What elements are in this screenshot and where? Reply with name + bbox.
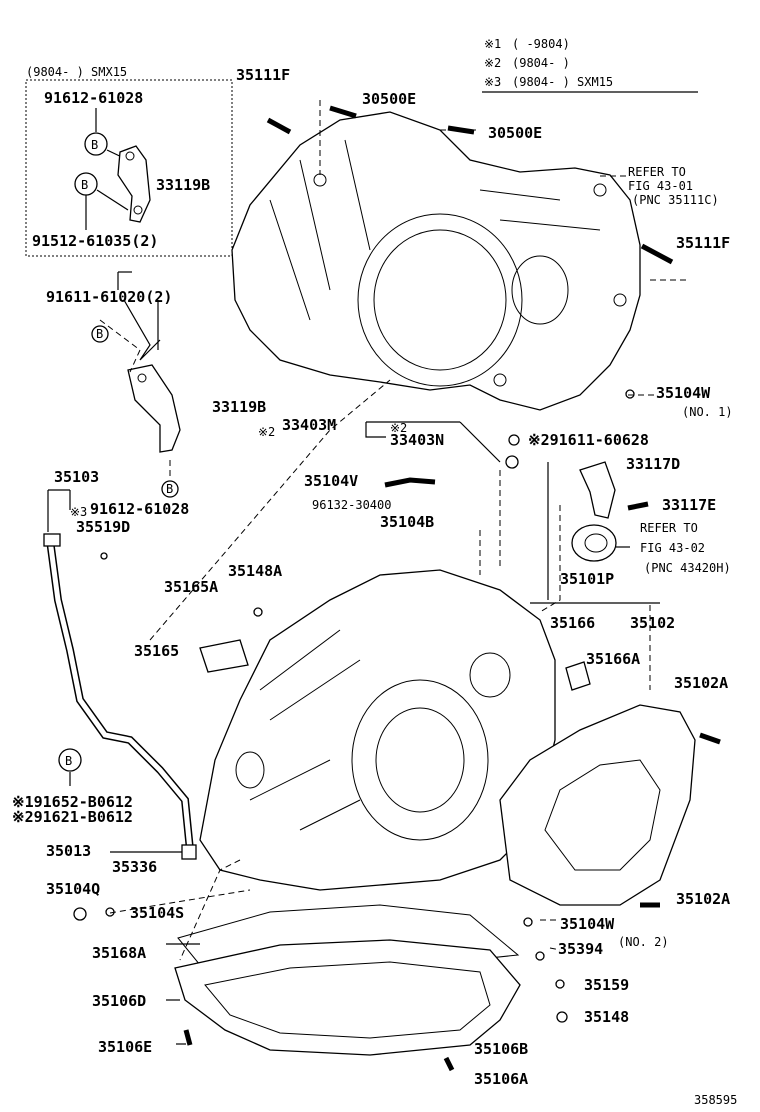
- label-33403m: 33403M: [282, 416, 336, 434]
- label-35159: 35159: [584, 976, 629, 994]
- part-labels: 35111F 30500E 30500E REFER TO FIG 43-01 …: [12, 66, 733, 1088]
- label-35111f-top: 35111F: [236, 66, 290, 84]
- label-35148: 35148: [584, 1008, 629, 1026]
- bolt-marker-b-label-4: B: [166, 482, 173, 496]
- inset-part-91512-61035: 91512-61035(2): [32, 232, 158, 250]
- label-30500e-a: 30500E: [362, 90, 416, 108]
- label-star2-b: ※2: [390, 421, 407, 435]
- note-2-text: (9804- ): [512, 56, 570, 70]
- oil-seal-35101p: [571, 524, 617, 562]
- label-35102a-b: 35102A: [676, 890, 730, 908]
- label-star3: ※3: [70, 505, 87, 519]
- transaxle-case-lower: [199, 569, 556, 891]
- label-35148a: 35148A: [228, 562, 282, 580]
- bolt-marker-b-3: [91, 325, 109, 343]
- label-35106a: 35106A: [474, 1070, 528, 1088]
- label-35106b: 35106B: [474, 1040, 528, 1058]
- bolt-marker-b-label-5: B: [65, 754, 72, 768]
- label-no1: (NO. 1): [682, 405, 733, 419]
- label-35336: 35336: [112, 858, 157, 876]
- label-35102a-a: 35102A: [674, 674, 728, 692]
- label-35394: 35394: [558, 940, 603, 958]
- label-30500e-b: 30500E: [488, 124, 542, 142]
- label-star2-a: ※2: [258, 425, 275, 439]
- label-33403n: 33403N: [390, 431, 444, 449]
- label-35106d: 35106D: [92, 992, 146, 1010]
- note-3-mark: ※3: [484, 75, 501, 89]
- bolt-marker-b-5: [58, 748, 82, 772]
- bracket-33117d: [579, 461, 616, 519]
- inset-part-91612-61028: 91612-61028: [44, 89, 143, 107]
- transaxle-housing-upper: [231, 111, 641, 411]
- refer-to-2-line2: FIG 43-02: [640, 541, 705, 555]
- bolt-marker-b-1: [84, 132, 108, 156]
- oil-pan: [174, 904, 521, 1056]
- main-bolt-markers: B B B: [58, 325, 520, 772]
- bolt-marker-b-label-2: B: [81, 178, 88, 192]
- label-35165a: 35165A: [164, 578, 218, 596]
- label-35103: 35103: [54, 468, 99, 486]
- label-35104v: 35104V: [304, 472, 358, 490]
- label-91621-b0612: ※291621-B0612: [12, 808, 133, 826]
- inset-frame: [25, 79, 233, 257]
- label-91611-60628: ※291611-60628: [528, 431, 649, 449]
- label-35168a: 35168A: [92, 944, 146, 962]
- label-35166: 35166: [550, 614, 595, 632]
- refer-to-1-line2: FIG 43-01: [628, 179, 693, 193]
- label-35101p: 35101P: [560, 570, 614, 588]
- leader-lines: [47, 100, 690, 1045]
- refer-to-1-line1: REFER TO: [628, 165, 686, 179]
- plate-35166: [565, 661, 591, 691]
- note-3-text: (9804- ) SXM15: [512, 75, 613, 89]
- label-96132-30400: 96132-30400: [312, 498, 391, 512]
- side-cover-35102: [499, 704, 696, 906]
- label-91652-b0612: ※191652-B0612: [12, 793, 133, 811]
- bolt-marker-b-label-3: B: [96, 327, 103, 341]
- inset-title: (9804- ) SMX15: [26, 65, 127, 79]
- inset-part-33119b: 33119B: [156, 176, 210, 194]
- small-seals: [73, 389, 635, 1023]
- dipstick-tube: [43, 533, 197, 860]
- label-35519d: 35519D: [76, 518, 130, 536]
- note-1-text: ( -9804): [512, 37, 570, 51]
- plate-35165: [199, 639, 249, 673]
- label-33117d: 33117D: [626, 455, 680, 473]
- dipstick-handle: [43, 533, 61, 547]
- bolt-marker-b-label-1: B: [91, 138, 98, 152]
- label-35111f-right: 35111F: [676, 234, 730, 252]
- label-no2: (NO. 2): [618, 935, 669, 949]
- refer-to-1-line3: (PNC 35111C): [632, 193, 719, 207]
- label-35104q: 35104Q: [46, 880, 100, 898]
- figure-id: 358595: [694, 1093, 737, 1107]
- label-35165: 35165: [134, 642, 179, 660]
- label-35106e: 35106E: [98, 1038, 152, 1056]
- label-35104w-1: 35104W: [656, 384, 711, 402]
- label-91611-61020: 91611-61020(2): [46, 288, 172, 306]
- label-33119b: 33119B: [212, 398, 266, 416]
- bracket-33119b: [127, 364, 181, 453]
- label-35013: 35013: [46, 842, 91, 860]
- hose-35104v: [384, 477, 436, 488]
- refer-to-2-line3: (PNC 43420H): [644, 561, 731, 575]
- inset-box: (9804- ) SMX15 91612-61028 B 33119B B 91…: [25, 65, 233, 257]
- label-91612-61028: 91612-61028: [90, 500, 189, 518]
- note-2-mark: ※2: [484, 56, 501, 70]
- notes-block: ※1 ( -9804) ※2 (9804- ) ※3 (9804- ) SXM1…: [482, 37, 698, 93]
- label-35102: 35102: [630, 614, 675, 632]
- bracket-33119b-inset: [117, 145, 151, 223]
- label-35166a: 35166A: [586, 650, 640, 668]
- label-33117e: 33117E: [662, 496, 716, 514]
- refer-to-2-line1: REFER TO: [640, 521, 698, 535]
- label-35104b: 35104B: [380, 513, 434, 531]
- note-1-mark: ※1: [484, 37, 501, 51]
- label-35104s: 35104S: [130, 904, 184, 922]
- bolt-marker-b-4: [161, 480, 179, 498]
- label-35104w-2: 35104W: [560, 915, 615, 933]
